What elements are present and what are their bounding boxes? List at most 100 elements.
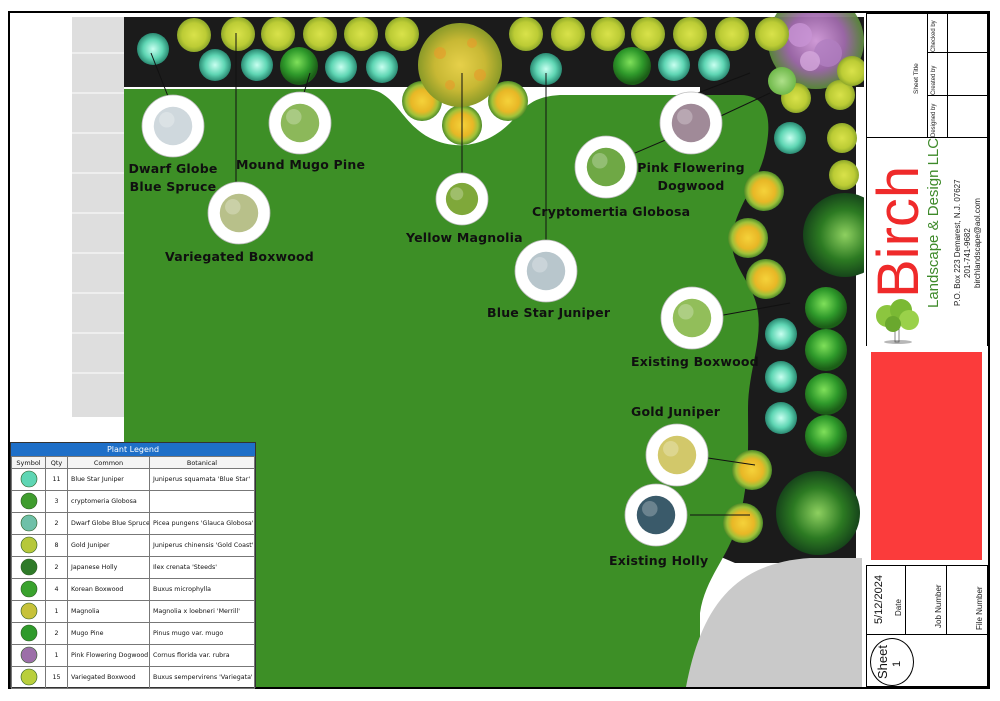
photo-variegated-boxwood-plant xyxy=(219,193,259,233)
legend-common: Dwarf Globe Blue Spruce xyxy=(67,512,150,535)
company-address: P.O. Box 223 Demarest, N.J. 07627 xyxy=(953,179,962,306)
date-cell: 5/12/2024 Date xyxy=(866,565,906,635)
variegated-boxwood-symbol xyxy=(385,17,419,51)
sheet-title-cell: Sheet Title xyxy=(866,13,928,138)
korean-boxwood-symbol xyxy=(805,329,847,371)
blue-star-juniper-symbol xyxy=(137,33,169,65)
blue-star-juniper-symbol xyxy=(765,402,797,434)
variegated-boxwood-symbol xyxy=(177,18,211,52)
photo-cryptomertia-globosa-plant xyxy=(586,147,626,187)
legend-common: Variegated Boxwood xyxy=(67,666,150,689)
legend-symbol xyxy=(11,666,46,689)
legend-botanical: Buxus sempervirens 'Variegata' xyxy=(149,666,255,689)
japanese-holly-symbol xyxy=(803,193,864,277)
created-by-cell: Created by xyxy=(927,52,948,96)
file-number-cell: File Number xyxy=(946,565,988,635)
date-value: 5/12/2024 xyxy=(873,575,885,624)
company-cell: Birch Landscape & Design LLC P.O. Box 22… xyxy=(866,137,988,347)
small-shrub-symbol xyxy=(768,67,796,95)
photo-blue-star-juniper-plant xyxy=(526,251,566,291)
gold-juniper-symbol xyxy=(744,171,784,211)
label-existing-holly: Existing Holly xyxy=(609,553,709,568)
red-fill xyxy=(871,352,982,560)
job-number-label: Job Number xyxy=(934,584,943,628)
legend-symbol xyxy=(11,490,46,513)
red-panel xyxy=(866,346,988,566)
legend-title: Plant Legend xyxy=(11,443,255,456)
legend-common: Magnolia xyxy=(67,600,150,623)
plant-legend: Plant Legend Symbol Qty Common Botanical… xyxy=(10,442,256,689)
variegated-boxwood-symbol xyxy=(827,123,857,153)
legend-qty: 4 xyxy=(45,578,68,601)
blue-star-juniper-symbol xyxy=(530,53,562,85)
legend-common: Gold Juniper xyxy=(67,534,150,557)
legend-botanical: Magnolia x loebneri 'Merrill' xyxy=(149,600,255,623)
legend-common: Korean Boxwood xyxy=(67,578,150,601)
legend-qty: 11 xyxy=(45,468,68,491)
photo-yellow-magnolia-plant xyxy=(445,182,479,216)
birch-tree-logo xyxy=(876,299,919,344)
label-blue-star-juniper: Blue Star Juniper xyxy=(487,305,611,320)
company-phone: 201-741-9682 xyxy=(963,228,972,278)
photo-gold-juniper-plant xyxy=(657,435,697,475)
label-pink-flowering-dogwood: Pink Flowering Dogwood xyxy=(637,160,745,193)
legend-symbol xyxy=(11,600,46,623)
variegated-boxwood-symbol xyxy=(303,17,337,51)
legend-qty: 15 xyxy=(45,666,68,689)
sheet-circle xyxy=(870,638,914,686)
photo-blue-star-juniper-highlight xyxy=(532,257,548,273)
gold-juniper-symbol xyxy=(732,450,772,490)
checked-by-cell: Checked by xyxy=(927,13,948,53)
variegated-boxwood-symbol xyxy=(829,160,859,190)
legend-header-common: Common xyxy=(67,456,150,469)
variegated-boxwood-symbol xyxy=(755,17,789,51)
photo-cryptomertia-globosa-highlight xyxy=(592,153,608,169)
gold-juniper-symbol xyxy=(728,218,768,258)
designed-by-value-cell xyxy=(947,95,988,138)
checked-by-value-cell xyxy=(947,13,988,53)
legend-common: Mugo Pine xyxy=(67,622,150,645)
photo-existing-boxwood-plant xyxy=(672,298,712,338)
photo-variegated-boxwood-highlight xyxy=(225,199,241,215)
korean-boxwood-symbol xyxy=(805,373,847,415)
variegated-boxwood-symbol xyxy=(673,17,707,51)
variegated-boxwood-symbol xyxy=(261,17,295,51)
photo-mound-mugo-pine-plant xyxy=(280,103,320,143)
label-variegated-boxwood: Variegated Boxwood xyxy=(165,249,314,264)
photo-existing-holly-plant xyxy=(636,495,676,535)
legend-qty: 2 xyxy=(45,512,68,535)
legend-qty: 3 xyxy=(45,490,68,513)
company-email: birchlandscape@aol.com xyxy=(973,198,982,288)
variegated-boxwood-symbol xyxy=(715,17,749,51)
photo-existing-holly-highlight xyxy=(642,501,658,517)
label-existing-boxwood: Existing Boxwood xyxy=(631,354,759,369)
legend-botanical: Cornus florida var. rubra xyxy=(149,644,255,667)
variegated-boxwood-symbol xyxy=(551,17,585,51)
variegated-boxwood-symbol xyxy=(591,17,625,51)
variegated-boxwood-symbol xyxy=(344,17,378,51)
landscape-plan xyxy=(72,13,864,687)
sheet-label: Sheet xyxy=(875,645,890,679)
legend-botanical: Juniperus chinensis 'Gold Coast' xyxy=(149,534,255,557)
legend-symbol xyxy=(11,512,46,535)
variegated-boxwood-row xyxy=(177,17,864,190)
japanese-holly-symbol xyxy=(776,471,860,555)
blue-star-juniper-symbol xyxy=(199,49,231,81)
label-dwarf-globe-blue-spruce: Dwarf Globe Blue Spruce xyxy=(128,161,218,194)
created-by-value-cell xyxy=(947,52,988,96)
title-block: Sheet Title Checked by Created by Design… xyxy=(866,13,988,687)
sheet-title-label: Sheet Title xyxy=(913,63,920,94)
variegated-boxwood-symbol xyxy=(837,56,864,86)
gold-juniper-symbol xyxy=(746,259,786,299)
photo-gold-juniper-highlight xyxy=(663,441,679,457)
legend-symbol xyxy=(11,534,46,557)
gold-juniper-symbol xyxy=(723,503,763,543)
variegated-boxwood-symbol xyxy=(825,80,855,110)
gold-juniper-symbol xyxy=(488,81,528,121)
legend-header-symbol: Symbol xyxy=(11,456,46,469)
